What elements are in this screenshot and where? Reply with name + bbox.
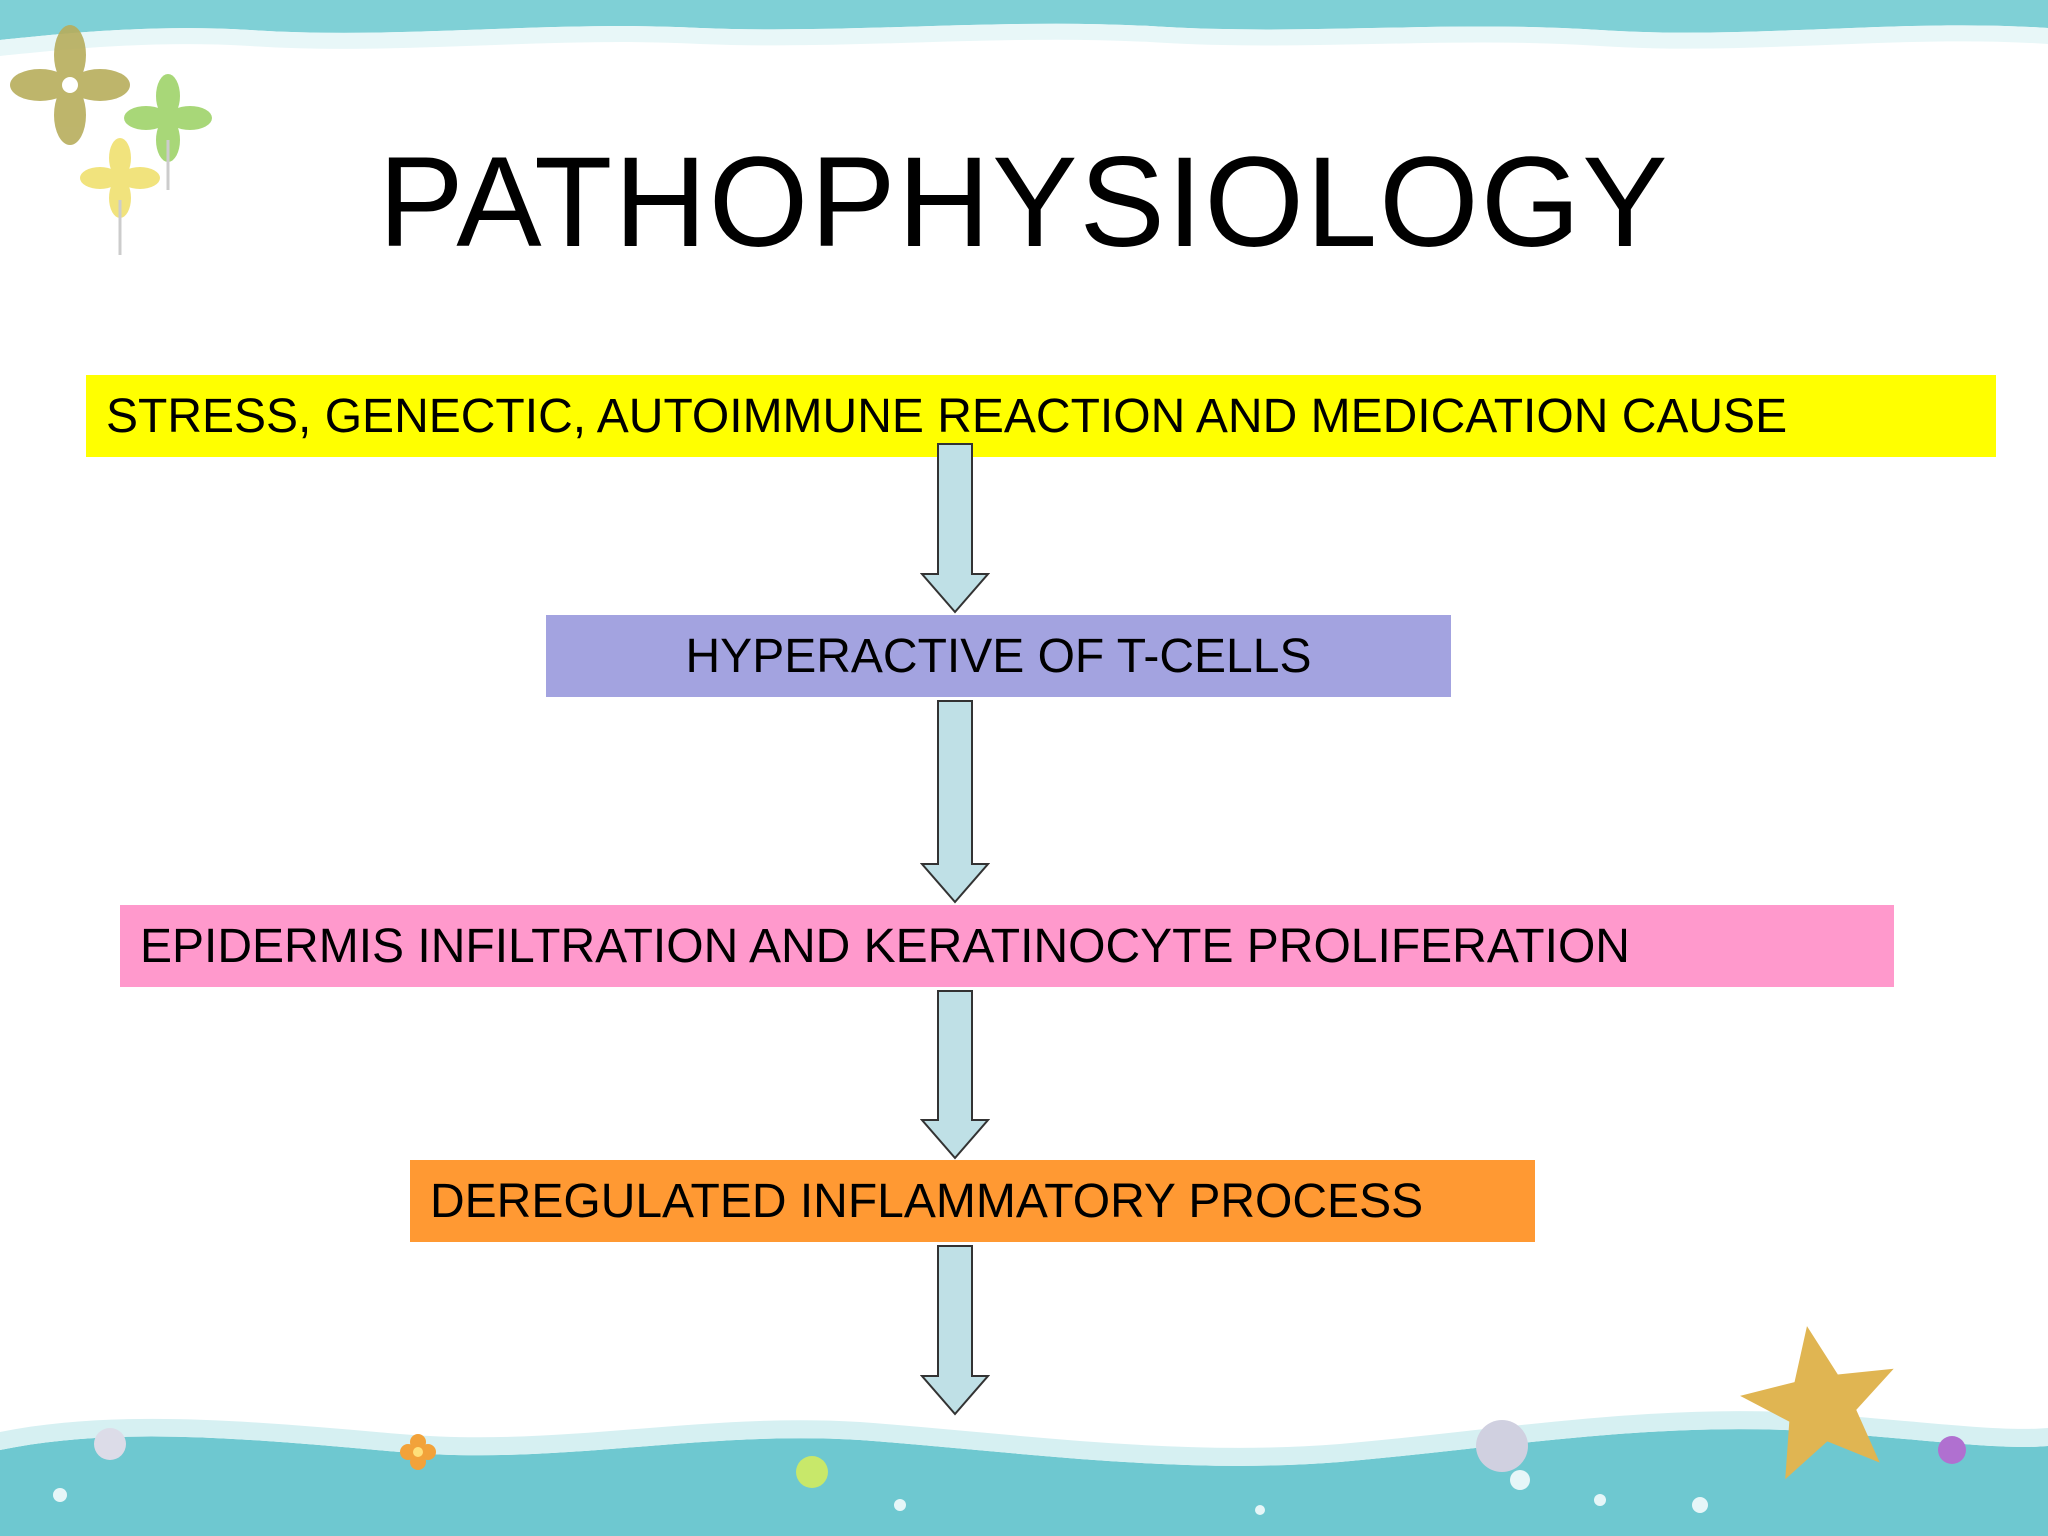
starfish-icon — [1740, 1326, 1894, 1480]
step-causes: STRESS, GENECTIC, AUTOIMMUNE REACTION AN… — [86, 375, 1996, 457]
down-arrow-icon — [920, 1245, 990, 1416]
bottom-wave — [0, 1429, 2048, 1536]
page-title: PATHOPHYSIOLOGY — [378, 131, 1670, 274]
bubble-icon — [94, 1428, 126, 1460]
step-epidermis: EPIDERMIS INFILTRATION AND KERATINOCYTE … — [120, 905, 1894, 987]
step-label: EPIDERMIS INFILTRATION AND KERATINOCYTE … — [140, 919, 1630, 973]
down-arrow-icon — [920, 443, 990, 614]
down-arrow-icon — [920, 990, 990, 1160]
step-label: DEREGULATED INFLAMMATORY PROCESS — [430, 1174, 1424, 1228]
bubble-icon — [1476, 1420, 1528, 1472]
pinwheel-icon — [10, 25, 130, 145]
down-arrow-icon — [920, 700, 990, 904]
bubble-icon — [796, 1456, 828, 1488]
flower-icon — [400, 1434, 436, 1470]
pinwheel-icon — [80, 138, 160, 218]
step-label: STRESS, GENECTIC, AUTOIMMUNE REACTION AN… — [106, 389, 1788, 443]
bubble-icon — [1938, 1436, 1966, 1464]
step-label: HYPERACTIVE OF T-CELLS — [685, 629, 1312, 683]
step-t-cells: HYPERACTIVE OF T-CELLS — [546, 615, 1451, 697]
top-wave — [0, 0, 2048, 40]
step-inflammatory: DEREGULATED INFLAMMATORY PROCESS — [410, 1160, 1535, 1242]
